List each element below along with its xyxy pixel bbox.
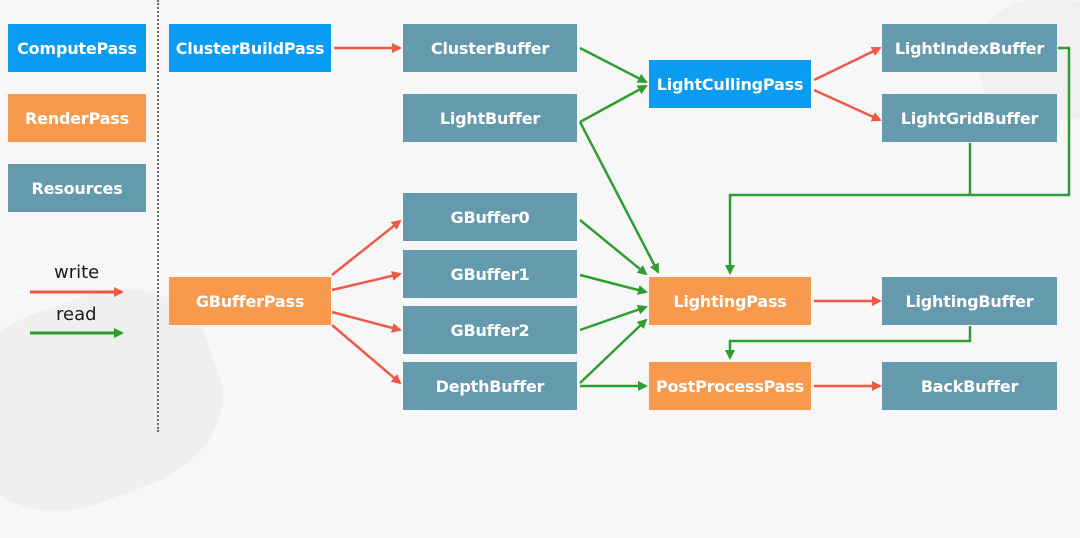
edges-layer: [30, 43, 1071, 391]
edge-gbuffer-pass-to-gbuffer0: [331, 219, 402, 276]
legend-compute-pass: ComputePass: [8, 24, 146, 72]
legend-divider: [157, 0, 159, 432]
node-light-grid-buffer[interactable]: LightGridBuffer: [882, 94, 1057, 142]
edge-light-culling-to-light-index: [813, 46, 882, 82]
node-light-index-buffer[interactable]: LightIndexBuffer: [882, 24, 1057, 72]
edge-gbuffer2-to-lighting-pass: [579, 304, 648, 332]
edge-light-buffer-to-light-culling: [579, 84, 648, 124]
edge-gbuffer-pass-to-gbuffer2: [331, 310, 402, 333]
node-cluster-build-pass[interactable]: ClusterBuildPass: [169, 24, 331, 72]
node-cluster-buffer[interactable]: ClusterBuffer: [403, 24, 577, 72]
node-back-buffer[interactable]: BackBuffer: [882, 362, 1057, 410]
edge-gbuffer-pass-to-depth-buffer: [331, 324, 402, 385]
node-lighting-buffer[interactable]: LightingBuffer: [882, 277, 1057, 325]
node-lighting-pass[interactable]: LightingPass: [649, 277, 811, 325]
edge-lighting-buffer-to-post-process: [725, 326, 972, 360]
edge-depth-buffer-to-lighting-pass: [579, 318, 648, 384]
legend-write-label: write: [54, 262, 100, 283]
legend-read-label: read: [56, 304, 97, 325]
edge-cluster-buffer-to-light-culling: [579, 46, 648, 84]
edge-gbuffer-pass-to-gbuffer1: [331, 270, 402, 292]
node-gbuffer0[interactable]: GBuffer0: [403, 193, 577, 241]
edge-light-buffer-to-lighting-pass: [578, 121, 660, 274]
node-post-process-pass[interactable]: PostProcessPass: [649, 362, 811, 410]
node-gbuffer2[interactable]: GBuffer2: [403, 306, 577, 354]
edge-light-culling-to-light-grid: [813, 88, 882, 122]
edge-gbuffer0-to-lighting-pass: [579, 219, 648, 276]
node-light-culling-pass[interactable]: LightCullingPass: [649, 60, 811, 108]
node-gbuffer-pass[interactable]: GBufferPass: [169, 277, 331, 325]
edge-light-index-to-lighting-pass: [725, 46, 1071, 275]
legend-render-pass: RenderPass: [8, 94, 146, 142]
edge-gbuffer1-to-lighting-pass: [579, 273, 648, 295]
node-gbuffer1[interactable]: GBuffer1: [403, 250, 577, 298]
node-light-buffer[interactable]: LightBuffer: [403, 94, 577, 142]
legend-resources: Resources: [8, 164, 146, 212]
node-depth-buffer[interactable]: DepthBuffer: [403, 362, 577, 410]
